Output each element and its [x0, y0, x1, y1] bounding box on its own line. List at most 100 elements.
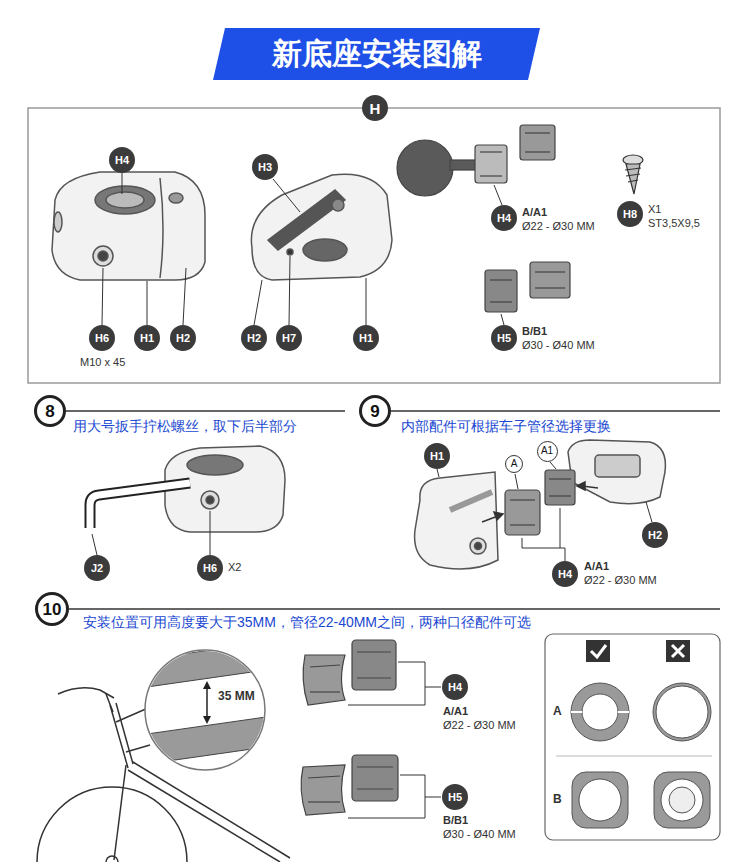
callout-text: H — [370, 101, 381, 116]
motion-arrow — [482, 482, 598, 522]
clamp-drawing — [470, 538, 486, 554]
dimension-label: Ø30 - Ø40 MM — [522, 339, 595, 352]
callout-number: H5 — [442, 784, 468, 810]
callout-text: H4 — [558, 569, 572, 580]
insert-drawing — [535, 287, 565, 288]
detail-zoom — [206, 686, 208, 719]
callout-text: 8 — [45, 403, 54, 420]
bicycle-drawing — [133, 762, 290, 858]
title-banner — [213, 28, 540, 80]
callout-text: H4 — [497, 213, 511, 224]
clamp-drawing — [52, 172, 205, 280]
detail-zoom — [140, 715, 280, 765]
leader-line — [92, 534, 97, 555]
dimension-label: M10 x 45 — [80, 356, 125, 369]
bicycle-drawing — [106, 856, 118, 862]
step-instruction: 用大号扳手拧松螺丝，取下后半部分 — [73, 418, 297, 435]
dimension-label: Ø22 - Ø30 MM — [584, 574, 657, 587]
step-instruction: 安装位置可用高度要大于35MM，管径22-40MM之间，两种口径配件可选 — [83, 614, 531, 631]
hex-key — [90, 483, 190, 528]
detail-zoom — [140, 640, 280, 765]
insert-drawing — [357, 651, 391, 652]
hex-key — [90, 483, 190, 528]
callout-text: 9 — [370, 403, 379, 420]
clamp-drawing — [93, 246, 113, 266]
clamp-drawing — [568, 440, 665, 504]
comparison-panel — [571, 683, 629, 741]
insert-drawing — [357, 766, 393, 767]
clamp-drawing — [287, 249, 293, 255]
callout-number: H7 — [276, 325, 302, 351]
leader-line — [210, 511, 211, 555]
step-rule — [391, 410, 720, 412]
leader-line — [437, 469, 439, 477]
motion-arrow — [577, 482, 585, 490]
callout-text: H4 — [115, 155, 129, 166]
leader-line — [494, 185, 502, 205]
comparison-panel — [669, 787, 695, 813]
callout-number: H8 — [617, 201, 643, 227]
step-rule — [69, 608, 720, 610]
step-rule — [66, 411, 720, 609]
callout-number: H2 — [241, 325, 267, 351]
insert-drawing — [510, 499, 535, 500]
detail-zoom — [140, 640, 280, 770]
dimension-label: ST3,5X9,5 — [648, 217, 700, 230]
clamp-drawing — [160, 178, 163, 278]
insert-drawing — [357, 788, 393, 789]
callout-number: H4 — [552, 561, 578, 587]
insert-drawing — [397, 125, 570, 312]
clamp-drawing — [415, 440, 666, 569]
clamp-drawing — [415, 472, 498, 569]
insert-drawing — [549, 478, 571, 479]
leader-line — [366, 278, 367, 325]
comparison-panel — [571, 711, 582, 713]
screw-drawing — [626, 174, 640, 176]
callout-number: H2 — [170, 325, 196, 351]
callout-text: H1 — [430, 451, 444, 462]
insert-drawing — [505, 470, 575, 535]
dimension-label: Ø22 - Ø30 MM — [522, 220, 595, 233]
callout-text: H6 — [203, 563, 217, 574]
leader-line — [437, 462, 652, 561]
callout-number: H3 — [252, 154, 278, 180]
title-banner — [213, 28, 540, 80]
part-code: A/A1 — [522, 206, 547, 219]
detail-zoom — [203, 681, 211, 689]
clamp-drawing — [201, 491, 219, 509]
callout-number: H4 — [491, 205, 517, 231]
section-frame — [28, 108, 720, 383]
insert-drawing — [303, 655, 345, 705]
insert-drawing — [352, 640, 396, 690]
step-number: 9 — [359, 395, 391, 427]
insert-drawing — [308, 776, 340, 778]
callout-text: A1 — [541, 446, 553, 456]
bicycle-drawing — [126, 745, 150, 752]
insert-drawing — [490, 301, 512, 302]
insert-drawing — [490, 279, 512, 280]
quantity-label: X1 — [648, 203, 661, 216]
detail-zoom — [140, 640, 280, 688]
part-code: B/B1 — [443, 814, 468, 827]
part-marker: A1 — [537, 441, 558, 462]
comparison-panel — [582, 694, 618, 730]
comparison-panel — [654, 772, 710, 828]
insert-drawing — [505, 490, 540, 535]
part-code: A/A1 — [584, 560, 609, 573]
motion-arrow — [494, 512, 503, 520]
callout-text: H1 — [359, 333, 373, 344]
leader-line — [646, 502, 652, 522]
step-instruction: 内部配件可根据车子管径选择更换 — [401, 418, 611, 435]
clamp-drawing — [98, 251, 108, 261]
callout-text: H2 — [176, 333, 190, 344]
screw-drawing — [625, 168, 641, 170]
dimension-label: 35 MM — [218, 689, 255, 703]
callout-text: H8 — [623, 209, 637, 220]
bicycle-drawing — [114, 765, 126, 860]
bicycle-drawing — [37, 787, 187, 862]
clamp-drawing — [187, 455, 243, 475]
callout-number: H5 — [491, 325, 517, 351]
leader-line — [501, 314, 504, 325]
callout-number: H1 — [353, 325, 379, 351]
